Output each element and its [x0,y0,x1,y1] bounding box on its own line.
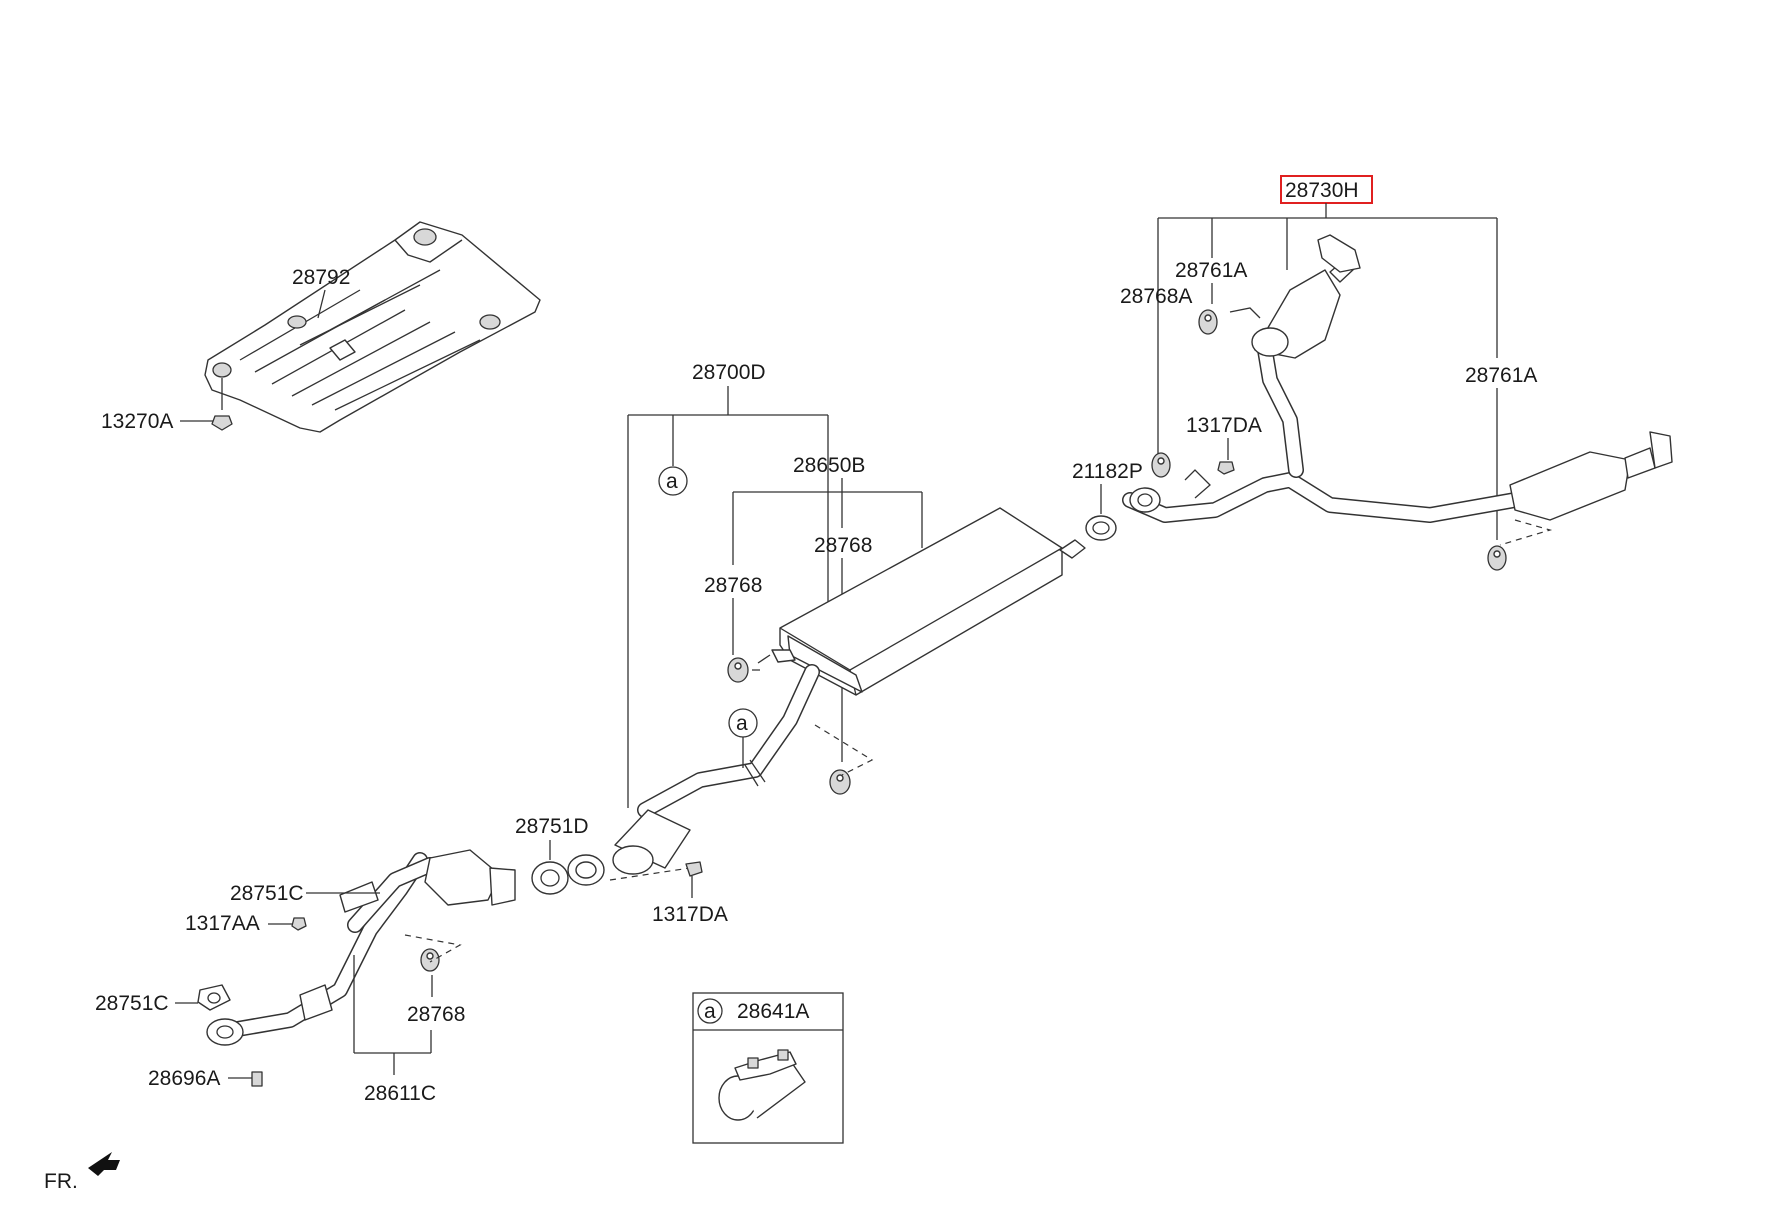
label-21182P: 21182P [1072,460,1143,483]
label-1317DA-top: 1317DA [1186,414,1262,437]
rubber-hanger-28768-mid [829,769,851,795]
clamp-detail-box [692,992,844,1144]
heat-shield-28792 [204,221,541,433]
label-1317DA-bot: 1317DA [652,903,728,926]
nut-1317DA-top [1217,461,1235,475]
bracket-hook-left [752,654,771,671]
bracket-hook-top [1229,307,1261,319]
leader-28792 [317,289,326,319]
dash-hanger-mid [814,724,874,776]
label-28768-left: 28768 [704,574,762,597]
gasket-21182P [1085,515,1117,541]
front-arrow-icon [88,1152,120,1176]
clamp-ref-a-mid: a [736,712,748,735]
gasket-28751D [531,861,569,895]
bracket-28730H [1157,203,1498,455]
front-indicator: FR. [44,1170,78,1193]
nut-1317AA [291,917,307,931]
clamp-ref-circle-box [697,998,723,1024]
label-28751C-bot: 28751C [95,992,169,1015]
gasket-28751C-bot [197,984,231,1011]
label-28700D: 28700D [692,361,766,384]
hanger-28768A [1151,452,1171,478]
label-28751D: 28751D [515,815,589,838]
pipe-clamp-28641A [718,1049,806,1121]
label-28768-mid: 28768 [814,534,872,557]
label-28730H[interactable]: 28730H [1285,179,1359,202]
label-13270A: 13270A [101,410,173,433]
nut-13270A [211,415,233,431]
label-28792: 28792 [292,266,350,289]
front-pipe-28611C [206,849,516,1046]
gasket-28751C-top [339,881,379,913]
bracket-28650B [732,478,923,565]
center-muffler [771,507,1086,696]
dash-1317DA-bot [609,867,691,881]
rubber-hanger-28768-left [727,657,749,683]
label-28761A-right: 28761A [1465,364,1537,387]
hanger-28761A-right [1487,545,1507,571]
bolt-28696A [251,1071,263,1087]
hanger-28768-bot [420,948,440,972]
label-1317AA: 1317AA [185,912,260,935]
bracket-hook-rear [1184,469,1211,499]
label-28768A: 28768A [1120,285,1192,308]
clamp-ref-a-box: a [704,1000,716,1023]
nut-1317DA-bot [685,861,703,877]
clamp-ref-a-top: a [666,470,678,493]
bracket-28700D [627,386,829,808]
label-28768-bot: 28768 [407,1003,465,1026]
dash-hanger-right [1499,519,1553,546]
rear-y-pipe-28730H [1122,234,1673,523]
bracket-28611C [353,955,432,1075]
dash-hanger-bot [404,934,462,963]
hanger-28761A-top [1198,309,1218,335]
label-28696A: 28696A [148,1067,220,1090]
label-28611C: 28611C [364,1082,436,1105]
label-28650B: 28650B [793,454,865,477]
label-28751C-top: 28751C [230,882,304,905]
label-28641A: 28641A [737,1000,809,1023]
label-28761A-top: 28761A [1175,259,1247,282]
front-pipe-resonator [567,664,820,886]
clamp-ref-circle-top [658,466,688,496]
